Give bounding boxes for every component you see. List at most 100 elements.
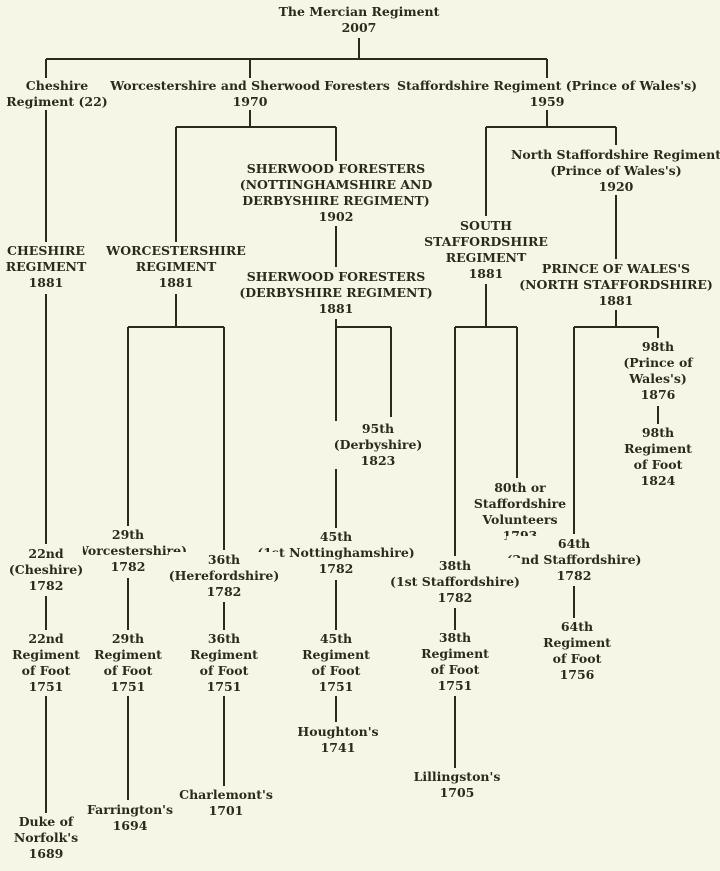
node-line: STAFFORDSHIRE: [424, 234, 548, 249]
node-line: 1741: [320, 740, 356, 755]
node-line: (NORTH STAFFORDSHIRE): [519, 277, 713, 292]
node-line: Volunteers: [482, 512, 558, 527]
node-line: 22nd: [28, 546, 64, 561]
node-line: 1824: [640, 473, 676, 488]
node-45th-nottinghamshire: 45th(1st Nottinghamshire)1782: [257, 529, 415, 577]
node-line: 45th: [319, 529, 353, 544]
node-line: 1902: [318, 209, 354, 224]
node-line: of Foot: [311, 663, 361, 678]
node-line: SHERWOOD FORESTERS: [246, 269, 426, 284]
node-line: REGIMENT: [445, 250, 527, 265]
node-line: 1881: [598, 293, 634, 308]
node-line: DERBYSHIRE REGIMENT): [242, 193, 430, 208]
node-line: (2nd Staffordshire): [506, 552, 642, 567]
node-line: Wales's): [629, 371, 687, 386]
node-prince-of-wales-north-staffordshire: PRINCE OF WALES'S(NORTH STAFFORDSHIRE)18…: [519, 261, 713, 309]
node-line: Charlemont's: [179, 787, 273, 802]
node-line: (1st Nottinghamshire): [257, 545, 415, 560]
node-line: of Foot: [552, 651, 602, 666]
node-line: 38th: [438, 558, 472, 573]
node-line: Worcestershire and Sherwood Foresters: [110, 78, 390, 93]
node-north-staffordshire-1920: North Staffordshire Regiment(Prince of W…: [510, 147, 720, 195]
node-line: Staffordshire Regiment (Prince of Wales'…: [396, 78, 698, 93]
node-line: 1782: [206, 584, 242, 599]
node-line: (Herefordshire): [168, 568, 280, 583]
node-line: 1881: [28, 275, 64, 290]
node-line: Regiment: [543, 635, 611, 650]
node-line: 80th or: [494, 480, 546, 495]
node-line: of Foot: [633, 457, 683, 472]
node-line: REGIMENT: [5, 259, 87, 274]
node-line: (1st Staffordshire): [390, 574, 520, 589]
node-line: (DERBYSHIRE REGIMENT): [239, 285, 433, 300]
node-line: WORCESTERSHIRE: [106, 243, 246, 258]
node-line: 64th: [557, 536, 591, 551]
node-line: North Staffordshire Regiment: [510, 147, 720, 162]
node-line: Duke of: [18, 814, 74, 829]
node-line: 1782: [28, 578, 64, 593]
node-line: 2007: [341, 20, 377, 35]
node-line: Farrington's: [86, 802, 174, 817]
node-line: 36th: [207, 552, 241, 567]
node-line: Regiment: [421, 646, 489, 661]
node-line: 1881: [318, 301, 354, 316]
node-line: Regiment (22): [6, 94, 108, 109]
node-line: Staffordshire: [473, 496, 567, 511]
node-38th-staffordshire: 38th(1st Staffordshire)1782: [390, 558, 520, 606]
node-line: of Foot: [199, 663, 249, 678]
node-sherwood-foresters-1881: SHERWOOD FORESTERS(DERBYSHIRE REGIMENT)1…: [239, 269, 433, 317]
node-line: 1823: [360, 453, 396, 468]
node-line: Lillingston's: [413, 769, 501, 784]
node-line: 1920: [598, 179, 634, 194]
node-line: Norfolk's: [13, 830, 79, 845]
node-line: (Derbyshire): [333, 437, 423, 452]
node-line: 29th: [111, 631, 145, 646]
node-line: of Foot: [430, 662, 480, 677]
node-line: Houghton's: [297, 724, 379, 739]
node-29th-worcestershire: 29th(Worcestershire)1782: [68, 527, 188, 575]
node-line: of Foot: [103, 663, 153, 678]
node-line: (NOTTINGHAMSHIRE AND: [239, 177, 433, 192]
node-line: 1701: [208, 803, 244, 818]
node-line: Regiment: [190, 647, 258, 662]
node-line: Cheshire: [25, 78, 89, 93]
node-line: 45th: [319, 631, 353, 646]
node-line: of Foot: [21, 663, 71, 678]
node-line: 1876: [640, 387, 676, 402]
node-line: 1694: [112, 818, 148, 833]
node-line: SHERWOOD FORESTERS: [246, 161, 426, 176]
node-line: 1756: [559, 667, 595, 682]
node-line: 1751: [28, 679, 64, 694]
node-95th-derbyshire: 95th(Derbyshire)1823: [333, 421, 423, 469]
node-staffordshire-regiment: Staffordshire Regiment (Prince of Wales'…: [396, 78, 698, 110]
node-line: 1782: [110, 559, 146, 574]
node-line: The Mercian Regiment: [278, 4, 440, 19]
node-line: (Worcestershire): [68, 543, 188, 558]
node-line: Regiment: [12, 647, 80, 662]
node-64th-staffordshire: 64th(2nd Staffordshire)1782: [506, 536, 642, 584]
node-line: 38th: [438, 630, 472, 645]
node-line: 1751: [110, 679, 146, 694]
node-line: 1881: [468, 266, 504, 281]
node-line: 1782: [318, 561, 354, 576]
node-80th-staffordshire-volunteers: 80th orStaffordshireVolunteers1793: [473, 480, 567, 544]
node-line: SOUTH: [460, 218, 512, 233]
